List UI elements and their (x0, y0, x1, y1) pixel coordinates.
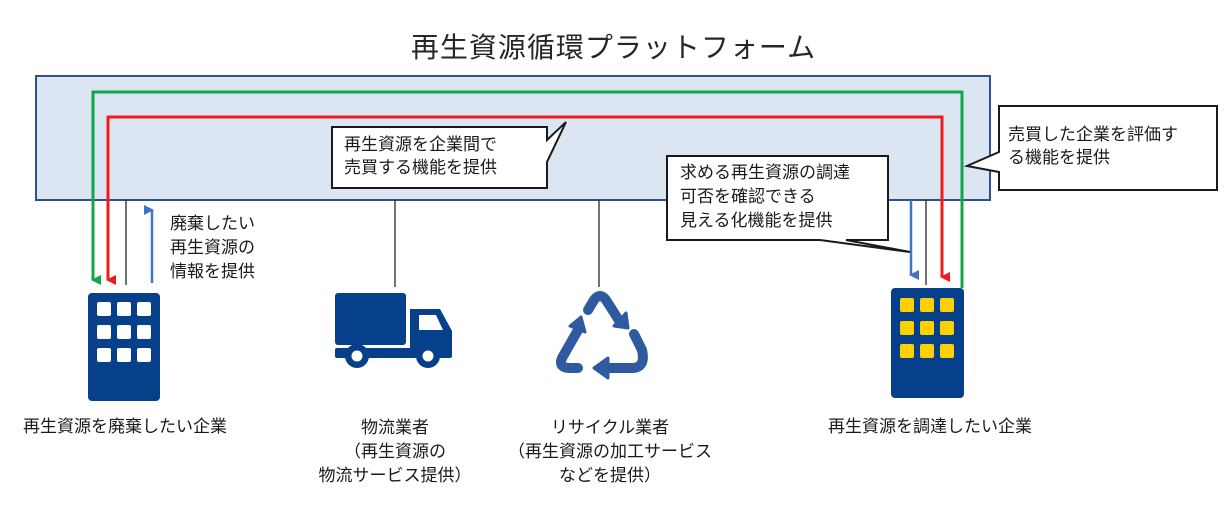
diagram-title: 再生資源循環プラットフォーム (410, 31, 817, 64)
disposal-info-label: 廃棄したい 再生資源の 情報を提供 (170, 212, 255, 284)
disposal-info-line: 再生資源の (170, 238, 255, 258)
callout-trade-bubble (331, 121, 567, 189)
actor-label-logistics: 物流業者 （再生資源の 物流サービス提供） (290, 416, 500, 488)
callout-trade-line: 売買する機能を提供 (344, 158, 497, 178)
callout-trade-text: 再生資源を企業間で 売買する機能を提供 (344, 134, 497, 180)
callout-visualize-line: 求める再生資源の調達 (680, 163, 850, 183)
disposal-info-line: 情報を提供 (170, 262, 255, 282)
actor-label-line: 再生資源を廃棄したい企業 (23, 417, 227, 437)
callout-trade-line: 再生資源を企業間で (344, 135, 497, 155)
recycle-icon (556, 291, 648, 380)
actor-label-line: 再生資源を調達したい企業 (828, 417, 1032, 437)
callout-evaluate-bubble (963, 105, 1218, 191)
disposal-info-line: 廃棄したい (170, 214, 255, 234)
actor-label-line: 物流サービス提供） (318, 466, 472, 486)
callout-visualize-line: 見える化機能を提供 (680, 211, 833, 231)
building-icon (88, 293, 160, 401)
callout-visualize-line: 可否を確認できる (680, 187, 816, 207)
building-icon (891, 288, 964, 398)
callout-evaluate-text: 売買した企業を評価す る機能を提供 (1008, 124, 1178, 170)
actor-label-line: リサイクル業者 (550, 418, 670, 438)
actor-label-line: （再生資源の (344, 442, 446, 462)
callout-visualize-text: 求める再生資源の調達 可否を確認できる 見える化機能を提供 (680, 161, 850, 233)
red-flow-arrow (106, 115, 950, 285)
truck-icon (335, 293, 452, 368)
actor-label-disposer: 再生資源を廃棄したい企業 (0, 416, 250, 439)
actor-label-recycler: リサイクル業者 （再生資源の加工サービス などを提供） (490, 416, 730, 488)
actor-label-line: 物流業者 (361, 418, 429, 438)
callout-visualize-bubble (666, 155, 911, 253)
actor-label-line: などを提供） (559, 466, 661, 486)
callout-evaluate-line: る機能を提供 (1008, 148, 1110, 168)
green-flow-arrow (91, 90, 964, 288)
actor-label-procurer: 再生資源を調達したい企業 (800, 416, 1060, 439)
callout-evaluate-line: 売買した企業を評価す (1008, 125, 1178, 145)
actor-label-line: （再生資源の加工サービス (508, 442, 712, 462)
